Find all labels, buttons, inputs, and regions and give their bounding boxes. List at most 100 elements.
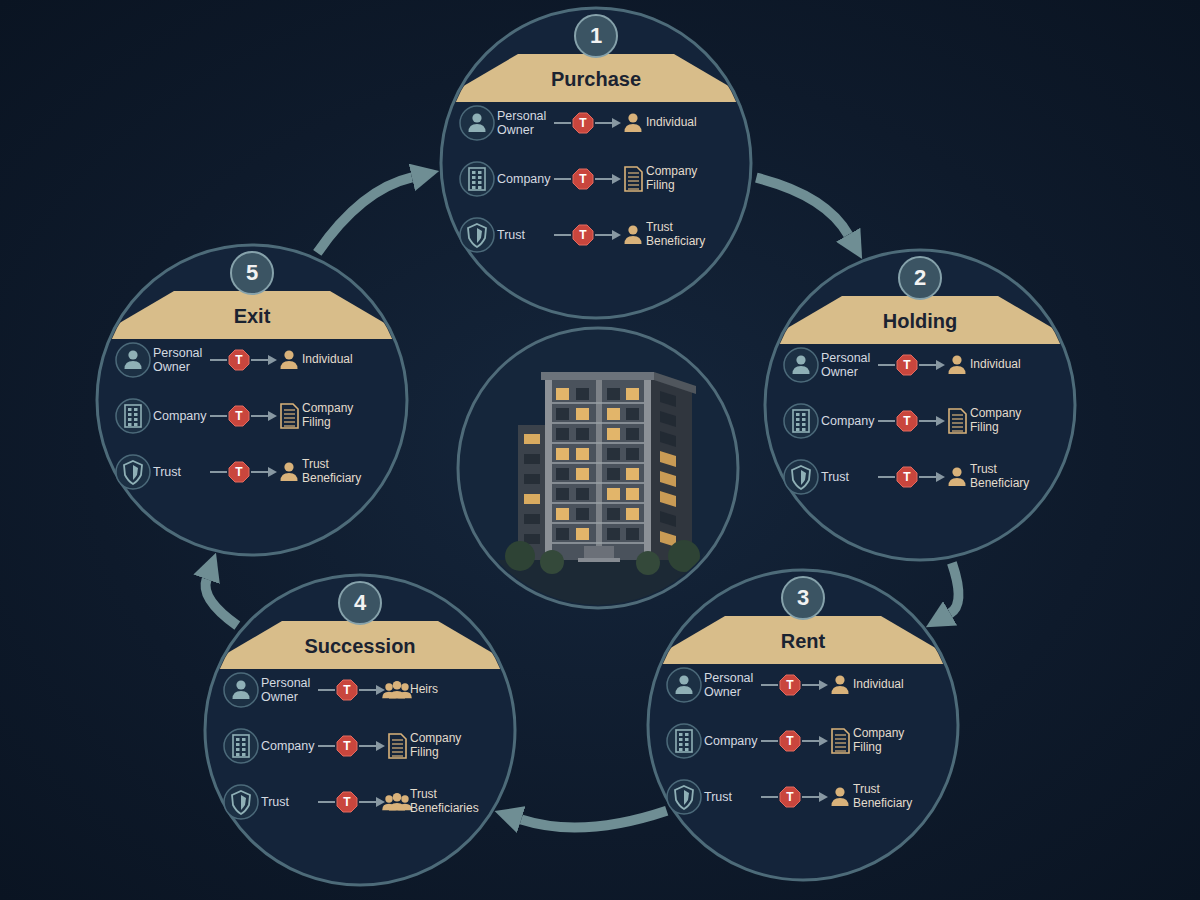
- document-icon: [949, 409, 966, 433]
- building-icon-window: [242, 753, 246, 756]
- flow-arrow-head: [819, 736, 828, 746]
- stage-number-box: 3: [782, 577, 824, 619]
- owner-label-box: Personal Owner: [153, 346, 211, 375]
- number-badge: [575, 15, 617, 57]
- document-icon: [281, 404, 298, 428]
- flow-line: [554, 178, 571, 180]
- person-head: [628, 225, 637, 234]
- document-icon-line: [392, 747, 403, 748]
- balcony-rail: [552, 442, 644, 444]
- building-icon-window: [134, 408, 138, 411]
- person-head: [835, 675, 844, 684]
- cycle-arrow: [950, 563, 958, 614]
- shield-icon-inner: [241, 795, 246, 810]
- window: [524, 434, 540, 444]
- cycle-arrow: [317, 177, 412, 252]
- number-badge: [899, 257, 941, 299]
- building-icon-window: [128, 413, 132, 416]
- person-body: [125, 361, 142, 369]
- building-side: [650, 378, 692, 560]
- document-icon-line: [835, 738, 846, 739]
- owner-label-box: Company: [261, 739, 319, 753]
- building-icon-window: [796, 423, 800, 426]
- recipient-label: Trust Beneficiaries: [410, 788, 482, 816]
- recipient-label: Trust Beneficiary: [970, 463, 1042, 491]
- person-head: [952, 467, 961, 476]
- person-head: [679, 675, 688, 684]
- owner-label: Company: [497, 172, 555, 186]
- recipient-label: Individual: [646, 116, 718, 130]
- flow-line: [318, 801, 335, 803]
- flow-line: [359, 801, 377, 803]
- window: [607, 388, 620, 400]
- document-icon-line: [628, 172, 639, 173]
- building-icon-window: [679, 738, 683, 741]
- flow-line: [318, 689, 335, 691]
- octagon: [780, 787, 800, 807]
- octagon: [897, 355, 917, 375]
- octagon: [229, 350, 249, 370]
- person-head: [835, 787, 844, 796]
- tax-marker: T: [336, 735, 358, 757]
- person-head: [401, 683, 408, 690]
- recipient-label: Individual: [970, 358, 1042, 372]
- stage-title-box: Holding: [810, 300, 1030, 342]
- balcony-rail: [552, 402, 644, 404]
- flow-line: [878, 476, 895, 478]
- window: [607, 408, 620, 420]
- octagon: [337, 736, 357, 756]
- shield-icon-inner: [801, 470, 806, 485]
- person-body: [389, 691, 405, 699]
- document-icon: [832, 729, 849, 753]
- flow-arrow-head: [612, 118, 621, 128]
- stage-number: 3: [797, 585, 809, 611]
- person-head: [796, 355, 805, 364]
- window: [626, 448, 639, 460]
- building-pilaster: [596, 380, 602, 560]
- window: [576, 488, 589, 500]
- owner-label: Trust: [497, 228, 555, 242]
- octagon: [897, 467, 917, 487]
- tax-letter: T: [579, 117, 586, 129]
- window: [626, 508, 639, 520]
- building-wing: [518, 425, 548, 560]
- recipient-label: Company Filing: [646, 165, 718, 193]
- entrance: [584, 546, 614, 560]
- entrance-steps: [578, 558, 620, 562]
- stage-title-box: Purchase: [486, 58, 706, 100]
- tax-letter: T: [235, 354, 242, 366]
- owner-label: Trust: [153, 465, 211, 479]
- building-roof: [541, 372, 654, 380]
- tax-marker: T: [779, 730, 801, 752]
- octagon: [573, 225, 593, 245]
- recipient-label-box: Company Filing: [853, 727, 925, 755]
- stage-outline: [648, 570, 958, 880]
- tax-letter: T: [903, 359, 910, 371]
- document-icon-line: [952, 418, 963, 419]
- person-head: [284, 462, 293, 471]
- tax-letter: T: [903, 415, 910, 427]
- recipient-label-box: Company Filing: [410, 732, 482, 760]
- balcony-rail: [552, 482, 644, 484]
- person-body: [676, 686, 693, 694]
- document-icon: [389, 734, 406, 758]
- owner-label: Company: [704, 734, 762, 748]
- owner-label: Personal Owner: [821, 351, 879, 380]
- flow-line: [595, 122, 613, 124]
- owner-label-box: Trust: [497, 228, 555, 242]
- flow-line: [251, 359, 269, 361]
- owner-label: Personal Owner: [497, 109, 555, 138]
- stage-disk: [97, 245, 407, 555]
- person-body: [949, 366, 966, 374]
- octagon: [229, 406, 249, 426]
- octagon: [337, 792, 357, 812]
- stage-outline: [765, 250, 1075, 560]
- header-band: [200, 621, 520, 669]
- person-body: [625, 124, 642, 132]
- flow-line: [919, 476, 937, 478]
- stage-number: 1: [590, 23, 602, 49]
- building-icon-window: [478, 186, 482, 189]
- tax-marker: T: [228, 461, 250, 483]
- window: [660, 511, 676, 527]
